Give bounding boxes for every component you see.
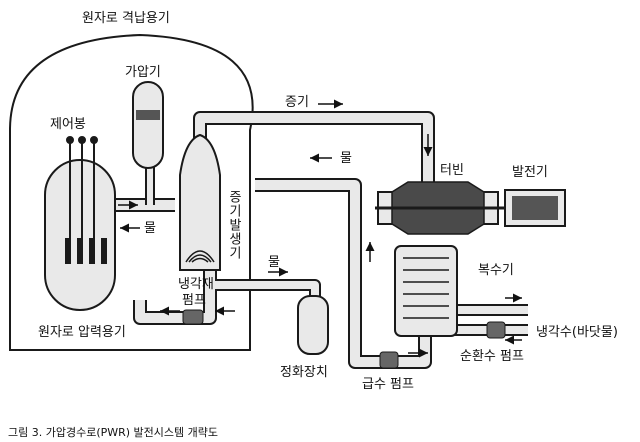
turbine-label: 터빈 bbox=[440, 163, 464, 178]
reactor-vessel-label: 원자로 압력용기 bbox=[38, 325, 126, 340]
coolant-pump-label-line2: 펌프 bbox=[182, 293, 206, 308]
water-top-label: 물 bbox=[340, 151, 352, 166]
pressurizer-label: 가압기 bbox=[125, 65, 161, 80]
generator-label: 발전기 bbox=[512, 165, 548, 180]
steam-generator-label: 증기발생기 bbox=[226, 190, 241, 260]
containment-building bbox=[9, 33, 254, 351]
circulation-pump-label: 순환수 펌프 bbox=[460, 349, 524, 364]
condenser-label: 복수기 bbox=[478, 263, 514, 278]
pressurizer bbox=[132, 81, 164, 169]
purifier-label: 정화장치 bbox=[280, 365, 328, 380]
cooling-water-label: 냉각수(바닷물) bbox=[536, 325, 618, 340]
generator bbox=[498, 189, 566, 227]
steam-generator bbox=[179, 133, 221, 271]
containment-label: 원자로 격납용기 bbox=[82, 11, 170, 26]
condenser bbox=[394, 245, 458, 337]
reactor-vessel bbox=[44, 159, 116, 311]
circulation-pump bbox=[486, 321, 506, 339]
water-purify-label: 물 bbox=[268, 255, 280, 270]
reactor-core bbox=[65, 238, 107, 264]
flow-arrows bbox=[118, 99, 522, 358]
figure-caption: 그림 3. 가압경수로(PWR) 발전시스템 개략도 bbox=[8, 426, 219, 439]
water-left-label: 물 bbox=[144, 221, 156, 236]
steam-top-label: 증기 bbox=[285, 95, 309, 110]
control-rod-label: 제어봉 bbox=[50, 117, 86, 132]
coolant-pump-label-line1: 냉각재 bbox=[178, 277, 214, 292]
turbine bbox=[375, 181, 510, 235]
purification-unit bbox=[297, 295, 329, 355]
feed-pump bbox=[379, 351, 399, 369]
coolant-pump bbox=[182, 309, 204, 325]
feed-pump-label: 급수 펌프 bbox=[362, 377, 414, 392]
